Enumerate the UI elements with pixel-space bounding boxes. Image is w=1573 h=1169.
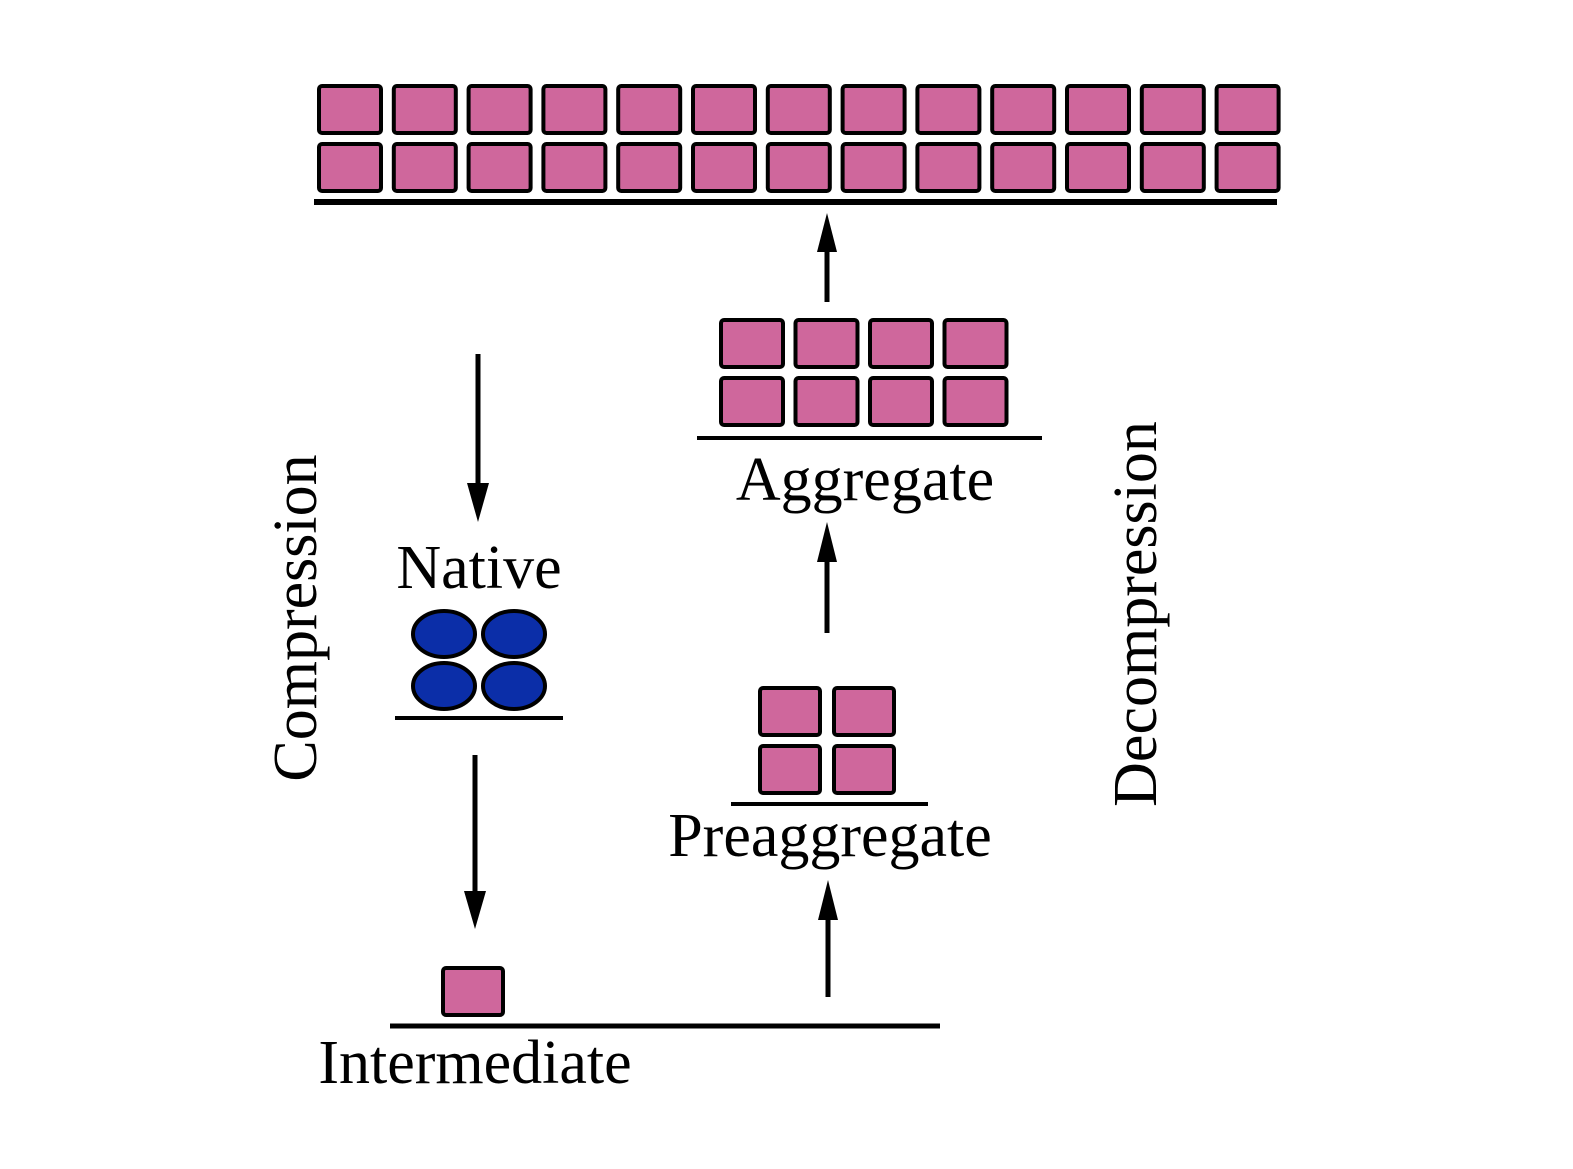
arrow-preaggregate-to-aggregate xyxy=(817,522,837,633)
data-block xyxy=(840,142,907,193)
native-circles xyxy=(411,609,547,711)
data-block xyxy=(1214,142,1281,193)
native-label: Native xyxy=(396,534,561,602)
data-block xyxy=(616,84,683,135)
data-block xyxy=(616,142,683,193)
native-element xyxy=(481,609,547,659)
data-block xyxy=(1139,84,1206,135)
aggregate-blocks xyxy=(719,318,1009,427)
data-block xyxy=(990,142,1057,193)
arrow-aggregate-to-full xyxy=(817,213,837,302)
data-block xyxy=(942,318,1009,369)
data-block xyxy=(832,686,896,737)
preaggregate-blocks xyxy=(758,686,896,795)
data-block xyxy=(990,84,1057,135)
arrow-native-to-intermediate xyxy=(464,755,486,929)
native-element xyxy=(411,609,477,659)
data-block xyxy=(832,744,896,795)
data-block xyxy=(765,142,832,193)
data-block xyxy=(466,84,533,135)
arrow-intermediate-to-preaggregate xyxy=(818,880,838,997)
data-block xyxy=(868,318,934,369)
full-data-blocks xyxy=(317,84,1281,193)
data-block xyxy=(541,84,608,135)
arrow-down-to-native xyxy=(467,354,489,522)
data-block xyxy=(793,318,860,369)
data-block xyxy=(915,84,982,135)
data-block xyxy=(868,376,934,427)
data-block xyxy=(840,84,907,135)
data-block xyxy=(541,142,608,193)
data-block xyxy=(466,142,533,193)
data-block xyxy=(691,84,757,135)
data-block xyxy=(441,966,505,1017)
preaggregate-label: Preaggregate xyxy=(668,802,992,870)
data-block xyxy=(793,376,860,427)
data-block xyxy=(719,318,785,369)
aggregate-label: Aggregate xyxy=(736,446,994,514)
data-block xyxy=(317,84,383,135)
intermediate-block xyxy=(441,966,505,1017)
data-block xyxy=(691,142,757,193)
native-element xyxy=(481,661,547,711)
data-block xyxy=(391,84,458,135)
data-block xyxy=(765,84,832,135)
data-block xyxy=(317,142,383,193)
data-block xyxy=(915,142,982,193)
compression-label: Compression xyxy=(262,454,330,781)
intermediate-label: Intermediate xyxy=(318,1029,631,1097)
data-block xyxy=(719,376,785,427)
data-block xyxy=(758,686,822,737)
data-block xyxy=(1065,84,1131,135)
data-block xyxy=(1139,142,1206,193)
decompression-label: Decompression xyxy=(1102,421,1170,807)
data-block xyxy=(758,744,822,795)
native-element xyxy=(411,661,477,711)
data-block xyxy=(1065,142,1131,193)
data-block xyxy=(942,376,1009,427)
data-block xyxy=(1214,84,1281,135)
data-block xyxy=(391,142,458,193)
